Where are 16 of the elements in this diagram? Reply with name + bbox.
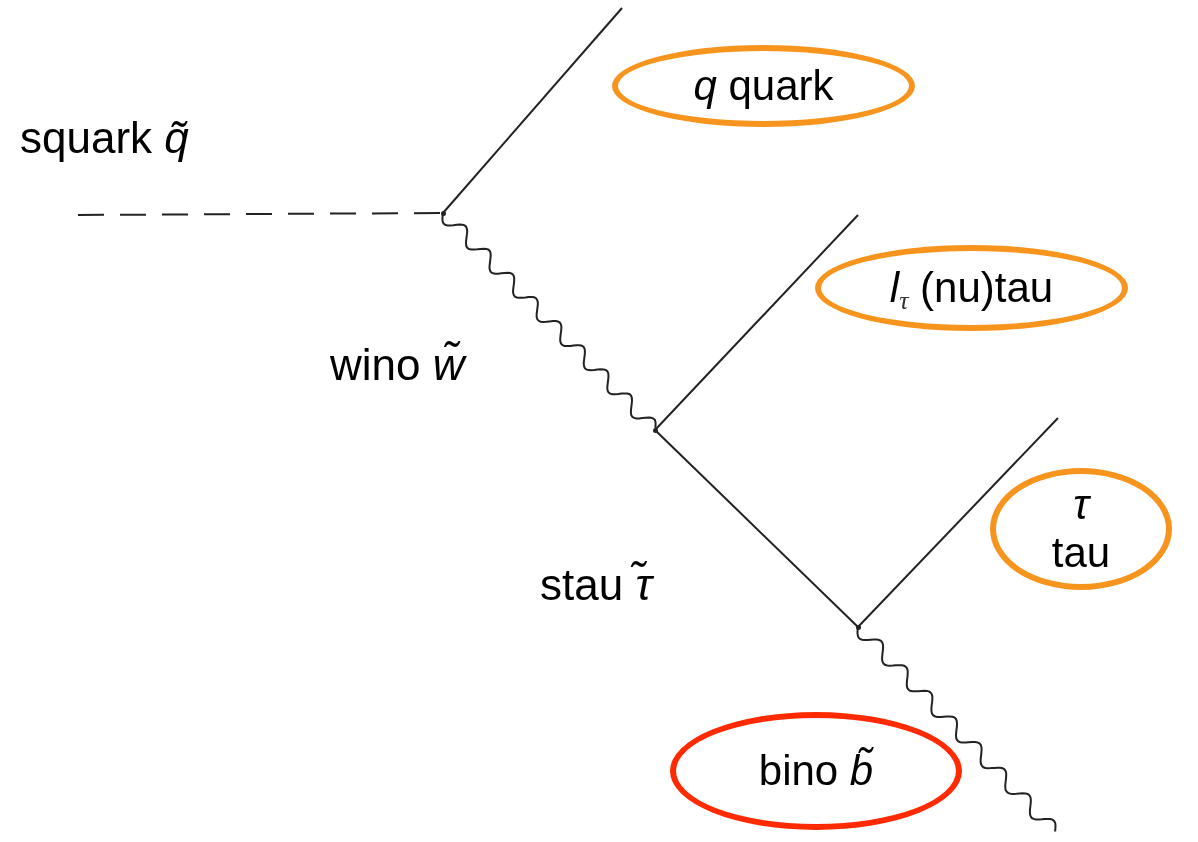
edge-label: stau τ̃ (540, 559, 652, 611)
particle-ellipse (990, 468, 1172, 590)
particle-label: τ (1073, 481, 1089, 529)
edge-label: squark q̃ (20, 112, 189, 164)
particle-label: q quark (693, 62, 834, 110)
line (857, 417, 1059, 628)
particle-ellipse (670, 712, 962, 830)
particle-label: l$_{τ}$ (nu)tau (889, 264, 1054, 312)
particle-label: tau (1051, 529, 1111, 577)
particle-ellipse (612, 45, 915, 127)
line (654, 429, 859, 628)
line (654, 214, 859, 431)
edge-label: wino w̃ (330, 339, 465, 391)
line (442, 7, 623, 214)
particle-label: bino b̃ (758, 747, 874, 795)
particle-ellipse (815, 245, 1128, 331)
